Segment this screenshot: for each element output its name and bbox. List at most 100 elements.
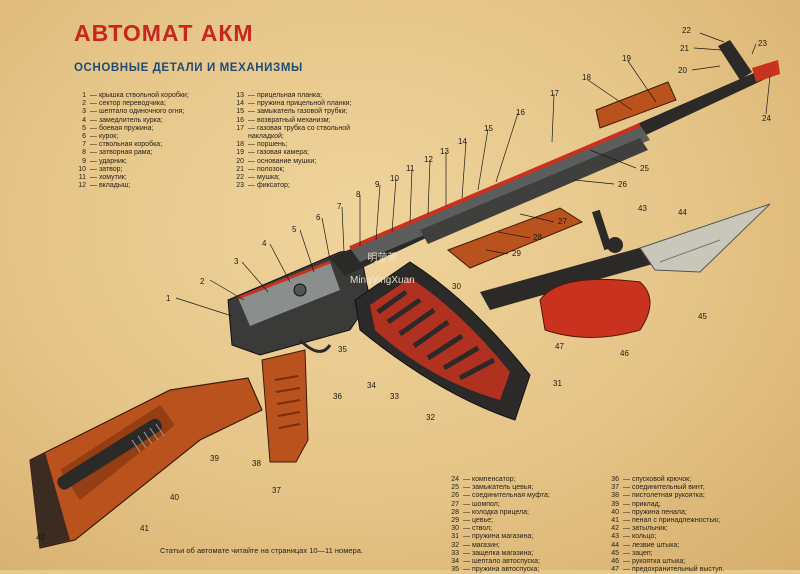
legend-text: — пружина пенала; bbox=[623, 508, 687, 516]
legend-entry: 40 — пружина пенала; bbox=[607, 509, 724, 517]
legend-number: 36 bbox=[611, 476, 619, 483]
legend-entry: накладкой; bbox=[232, 133, 352, 141]
legend-entry: 6— курок; bbox=[74, 133, 189, 141]
legend-text: — ударник; bbox=[90, 157, 127, 165]
legend-entry: 21— полозок; bbox=[232, 166, 352, 174]
poster-subtitle: ОСНОВНЫЕ ДЕТАЛИ И МЕХАНИЗМЫ bbox=[74, 62, 303, 74]
barrel-assembly bbox=[330, 40, 780, 276]
magazine bbox=[354, 261, 531, 421]
callout-2: 2 bbox=[200, 277, 205, 286]
legend-number: 16 bbox=[236, 116, 244, 124]
legend-entry: 14— пружина прицельной планки; bbox=[232, 100, 351, 108]
legend-text: — мушка; bbox=[248, 174, 281, 182]
legend-number: 3 bbox=[82, 108, 86, 116]
legend-number: 32 bbox=[451, 541, 459, 549]
legend-entry: 45 — зацеп; bbox=[607, 550, 724, 558]
legend-entry: 23 — фиксатор; bbox=[232, 182, 352, 190]
callout-14: 14 bbox=[458, 137, 467, 146]
pistol-grip bbox=[261, 349, 309, 463]
legend-entry: 36— спусковой крючок; bbox=[607, 476, 724, 484]
legend-text: — рукоятка штыка; bbox=[623, 558, 686, 566]
legend-entry: 13 — прицельная планка; bbox=[232, 92, 352, 100]
bayonet bbox=[480, 203, 771, 338]
callout-24: 24 bbox=[762, 114, 771, 123]
legend-text: — прицельная планка; bbox=[248, 92, 323, 99]
legend-number: 15 bbox=[236, 108, 244, 116]
legend-entry: 37— соединительный винт; bbox=[607, 484, 724, 492]
legend-number: 46 bbox=[611, 558, 619, 566]
callout-19: 19 bbox=[622, 54, 631, 63]
legend-number: 12 bbox=[78, 182, 86, 190]
legend-entry: 32 — магазин; bbox=[447, 542, 550, 550]
callout-22: 22 bbox=[682, 26, 691, 35]
legend-number: 21 bbox=[236, 165, 244, 173]
callout-26: 26 bbox=[618, 180, 627, 189]
legend-text: — фиксатор; bbox=[248, 182, 290, 190]
legend-text: — ствольная коробка; bbox=[90, 141, 163, 149]
legend-text: — замыкатель цевья; bbox=[463, 484, 534, 492]
legend-text: — зацеп; bbox=[623, 549, 653, 557]
callout-1: 1 bbox=[166, 294, 171, 303]
legend-text: — возвратный механизм; bbox=[248, 116, 331, 124]
legend-text: — шептало автоспуска; bbox=[463, 558, 541, 566]
legend-entry: 43— кольцо; bbox=[607, 533, 724, 541]
legend-number: 41 bbox=[611, 517, 619, 525]
legend-text: — крышка ствольной коробки; bbox=[90, 92, 189, 99]
callout-34: 34 bbox=[367, 381, 376, 390]
legend-number: 23 bbox=[236, 182, 244, 190]
legend-text: — защелка магазина; bbox=[463, 549, 534, 557]
legend-entry: 1 — крышка ствольной коробки; bbox=[74, 92, 189, 100]
legend-text: — лезвие штыка; bbox=[623, 541, 680, 549]
watermark-en: MingYingXuan bbox=[350, 275, 415, 286]
legend-number: 13 bbox=[236, 92, 244, 99]
callout-40: 40 bbox=[170, 493, 179, 502]
legend-number: 11 bbox=[78, 174, 86, 182]
legend-entry: 17— газовая трубка со ствольной bbox=[232, 125, 352, 133]
poster-title: АВТОМАТ АКМ bbox=[74, 20, 254, 46]
legend-entry: 3— шептало одиночного огня; bbox=[74, 108, 189, 116]
legend-text: — магазин; bbox=[463, 541, 500, 549]
callout-17: 17 bbox=[550, 89, 559, 98]
legend-text: — пистолетная рукоятка; bbox=[623, 492, 705, 500]
callout-3: 3 bbox=[234, 257, 239, 266]
legend-entry: 44 — лезвие штыка; bbox=[607, 542, 724, 550]
legend-entry: 2— сектор переводчика; bbox=[74, 100, 189, 108]
callout-7: 7 bbox=[337, 202, 342, 211]
callout-20: 20 bbox=[678, 66, 687, 75]
callout-10: 10 bbox=[390, 174, 399, 183]
callout-37: 37 bbox=[272, 486, 281, 495]
callout-8: 8 bbox=[356, 190, 361, 199]
legend-number: 45 bbox=[611, 549, 619, 557]
legend-entry: 27— шомпол; bbox=[447, 501, 550, 509]
legend-entry: 26— соединительная муфта; bbox=[447, 492, 550, 500]
legend-text: — шомпол; bbox=[463, 500, 500, 508]
legend-text: — хомутик; bbox=[90, 174, 127, 182]
legend-text: — затыльник; bbox=[623, 525, 668, 533]
callout-29: 29 bbox=[512, 249, 521, 258]
legend-entry: 20— основание мушки; bbox=[232, 158, 352, 166]
legend-entry: 24— компенсатор; bbox=[447, 476, 550, 484]
legend-number: 7 bbox=[82, 141, 86, 149]
legend-text: — боевая пружина; bbox=[90, 124, 154, 132]
legend-number: 40 bbox=[611, 508, 619, 516]
callout-35: 35 bbox=[338, 345, 347, 354]
callout-39: 39 bbox=[210, 454, 219, 463]
callout-11: 11 bbox=[406, 164, 415, 173]
legend-number: 44 bbox=[611, 541, 619, 549]
part-callouts: 1 2 3 4 5 6 7 8 9 10 11 12 13 14 15 16 1… bbox=[36, 26, 771, 542]
legend-number: 29 bbox=[451, 517, 459, 525]
footer-note: Статьи об автомате читайте на страницах … bbox=[160, 546, 363, 555]
receiver bbox=[227, 249, 371, 356]
legend-text: — затвор; bbox=[90, 165, 123, 173]
legend-entry: 25— замыкатель цевья; bbox=[447, 484, 550, 492]
callout-12: 12 bbox=[424, 155, 433, 164]
legend-number: 34 bbox=[451, 558, 459, 566]
legend-text: — компенсатор; bbox=[463, 476, 516, 483]
legend-text: — кольцо; bbox=[623, 533, 657, 541]
legend-number: 1 bbox=[82, 92, 86, 99]
legend-entry: 38— пистолетная рукоятка; bbox=[607, 492, 724, 500]
legend-entry: 31— пружина магазина; bbox=[447, 533, 550, 541]
legend-entry: 22— мушка; bbox=[232, 174, 352, 182]
callout-6: 6 bbox=[316, 213, 321, 222]
legend-text: — курок; bbox=[90, 133, 119, 141]
